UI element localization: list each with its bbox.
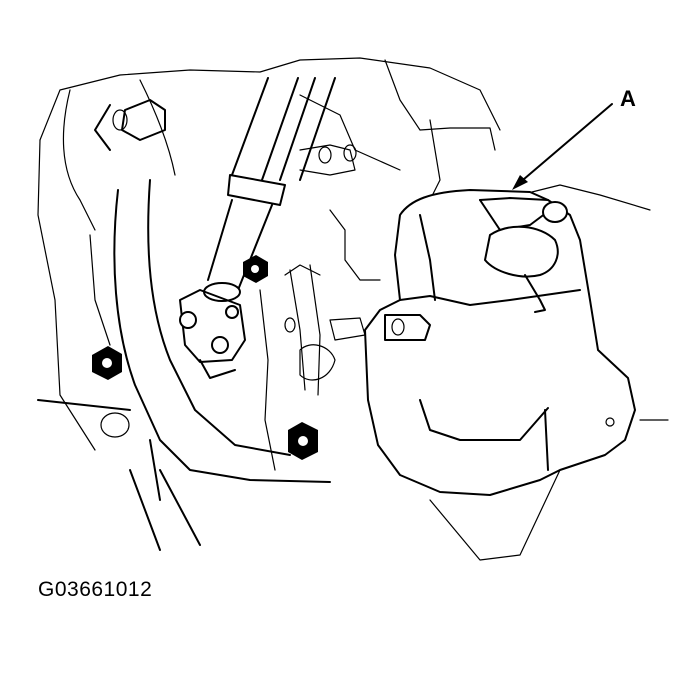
cover-housing xyxy=(364,189,636,496)
cable-bracket xyxy=(179,289,246,379)
callout-leader xyxy=(512,103,613,190)
mounting-post xyxy=(94,99,166,151)
linkage-assembly xyxy=(259,144,381,471)
figure-id: G03661012 xyxy=(38,578,153,601)
control-cable xyxy=(203,77,336,302)
hex-nut xyxy=(92,255,318,460)
frame-bracket xyxy=(37,179,331,551)
engine-background-outline xyxy=(37,57,669,561)
lower-fitting xyxy=(100,412,176,456)
callout-label-a: A xyxy=(620,86,636,111)
